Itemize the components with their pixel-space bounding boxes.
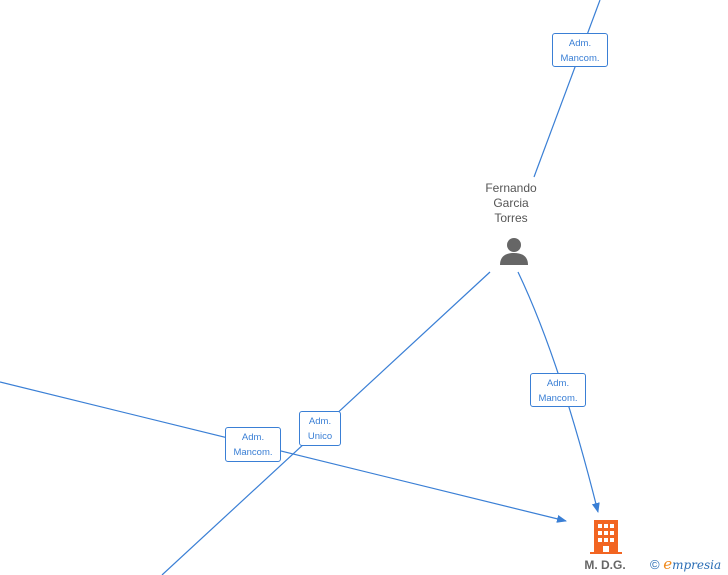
edge-label-left-company: Adm. Mancom. xyxy=(225,427,281,462)
brand-logo-text: mpresia xyxy=(672,558,722,572)
company-node-name[interactable]: M. D.G. xyxy=(584,558,626,572)
edge-line-left-to-company xyxy=(0,381,567,523)
edge-label-top: Adm. Mancom. xyxy=(552,33,608,67)
edge-line-top-to-person xyxy=(533,0,601,178)
edge-label-person-company: Adm. Mancom. xyxy=(530,373,586,407)
building-icon[interactable] xyxy=(590,518,622,554)
copyright-icon: © xyxy=(650,557,660,572)
brand-logo-e: e xyxy=(663,555,673,573)
person-icon[interactable] xyxy=(498,236,530,266)
edge-label-unico: Adm. Unico xyxy=(299,411,341,446)
person-node-name[interactable]: Fernando Garcia Torres xyxy=(485,181,537,225)
empresia-watermark: © empresia xyxy=(650,555,721,573)
